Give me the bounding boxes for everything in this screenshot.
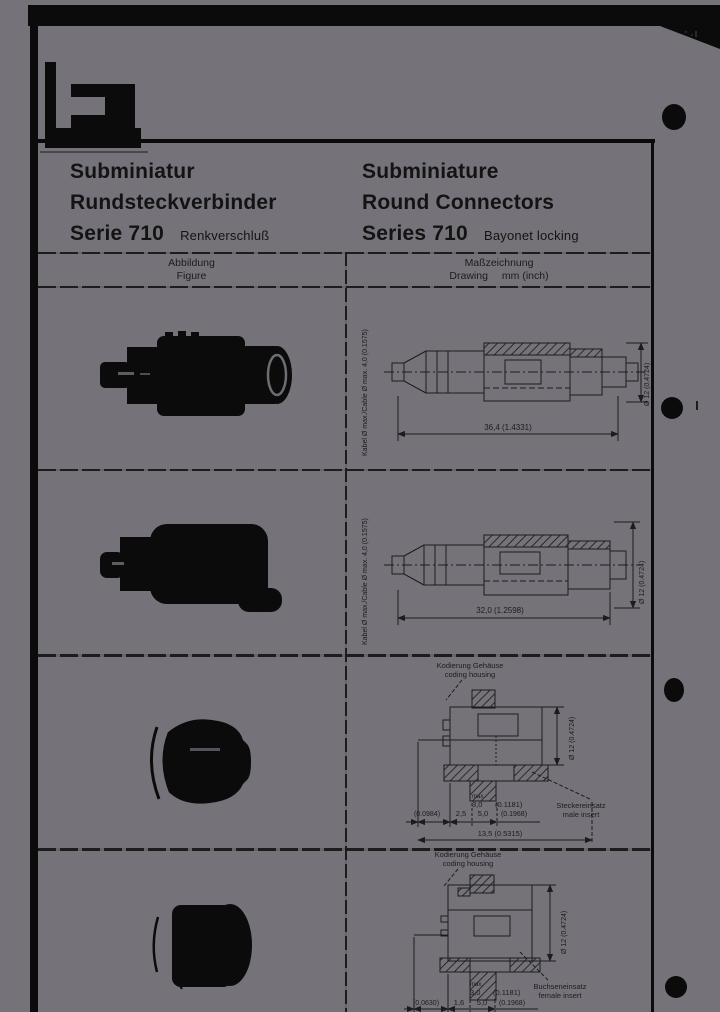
insert-de-row3: Steckereinsatz (556, 801, 605, 810)
dim-length-row1: 36,4 (1.4331) (484, 423, 532, 432)
drawing-receptacle-female-section: Kodierung Gehäuse coding housing Ø 12 (0… (404, 850, 587, 1012)
figure-label-de: Abbildung (168, 257, 215, 269)
insert-en-row4: female insert (539, 991, 583, 1000)
photo-highlight-arc-2 (152, 916, 160, 973)
dim-c-inch-row3: (0.1968) (501, 811, 527, 818)
max-inch-row4: (0.1181) (493, 988, 521, 997)
title-en-line2: Round Connectors (362, 191, 555, 214)
dim-c-inch-row4: (0.1968) (499, 1000, 525, 1007)
cable-note-row2: Kabel Ø max./Cable Ø max. 4,0 (0.1575) (362, 518, 369, 645)
title-en-line1: Subminiature (362, 160, 499, 183)
rule-row3-bottom (38, 848, 651, 851)
dim-dia-row2: Ø 12 (0.4724) (639, 561, 646, 604)
max-mm-row3: 3,0 (472, 800, 482, 809)
photo-plug-side-view (100, 331, 292, 416)
photo-plug-rear-view (100, 524, 282, 612)
frame-top-border (30, 139, 655, 143)
max-mm-row4: 3,0 (470, 988, 480, 997)
insert-de-row4: Buchseneinsatz (534, 982, 587, 991)
logo-glyph (40, 62, 148, 153)
rule-row2-bottom (38, 654, 651, 657)
dim-c-row3: 5,0 (478, 809, 488, 818)
figure-label-en: Figure (176, 270, 207, 282)
title-de-line1: Subminiatur (70, 160, 195, 183)
coding-de-row4: Kodierung Gehäuse (435, 850, 502, 859)
dim-a-row4: (0.0630) (413, 1000, 439, 1007)
title-en-line3: Series 710 Bayonet locking (362, 218, 652, 251)
dim-b-row4: 1,6 (454, 998, 464, 1007)
photo-receptacle-female (152, 904, 252, 990)
title-de-line2: Rundsteckverbinder (70, 191, 277, 214)
dim-overall-row3: 13,5 (0.5315) (478, 829, 523, 838)
max-inch-row3: (0.1181) (495, 800, 523, 809)
photo-receptacle-male (149, 719, 251, 804)
locking-en: Bayonet locking (483, 228, 579, 243)
rule-under-title (38, 252, 651, 254)
scan-top-bar (28, 5, 720, 26)
scan-top-bar-bulge (600, 5, 720, 51)
rule-column-divider (345, 252, 347, 1012)
dim-b-row3: 2,5 (456, 809, 466, 818)
dim-dia-row4: Ø 12 (0.4724) (561, 911, 568, 954)
brand-logo (40, 55, 150, 155)
dim-length-row2: 32,0 (1.2598) (476, 606, 524, 615)
units-label: mm (inch) (501, 270, 549, 282)
frame-right-border (651, 139, 654, 1012)
drawing-plug-section-2: Kabel Ø max./Cable Ø max. 4,0 (0.1575) 3… (362, 518, 646, 645)
insert-en-row3: male insert (563, 810, 601, 819)
registration-dots (661, 104, 698, 998)
dim-dia-row3: Ø 12 (0.4724) (569, 717, 576, 760)
coding-de-row3: Kodierung Gehäuse (437, 661, 504, 670)
title-block-german: Subminiatur Rundsteckverbinder Serie 710… (70, 156, 340, 251)
photo-highlight-arc (149, 726, 161, 800)
drawing-plug-section: Kabel Ø max./Cable Ø max. 4,0 (0.1575) 3… (362, 329, 651, 456)
scan-smudge (682, 27, 702, 39)
dim-dia-row1: Ø 12 (0.4724) (644, 363, 651, 406)
drawing-receptacle-male-section: Kodierung Gehäuse coding housing Ø 12 (0… (406, 661, 606, 844)
locking-de: Renkverschluß (180, 228, 270, 243)
column-header-figure: Abbildung Figure (38, 257, 345, 283)
cable-note-row1: Kabel Ø max./Cable Ø max. 4,0 (0.1575) (362, 329, 369, 456)
coding-en-row3: coding housing (445, 670, 495, 679)
rule-row1-bottom (38, 469, 651, 471)
title-block-english: Subminiature Round Connectors Series 710… (362, 156, 652, 251)
title-de-line3: Serie 710 Renkverschluß (70, 218, 340, 251)
coding-en-row4: coding housing (443, 859, 493, 868)
dim-c-row4: 5,0 (477, 998, 487, 1007)
max-prefix-row3: max. (472, 794, 485, 800)
drawing-label-de: Maßzeichnung (464, 257, 534, 269)
dim-a-row3: (0.0984) (414, 811, 440, 818)
series-de: Serie 710 (70, 222, 165, 245)
max-prefix-row4: max. (470, 982, 483, 988)
rule-under-colhead (38, 286, 651, 288)
series-en: Series 710 (362, 222, 468, 245)
plug-face-ring (266, 353, 288, 397)
frame-left-border (30, 20, 38, 1012)
